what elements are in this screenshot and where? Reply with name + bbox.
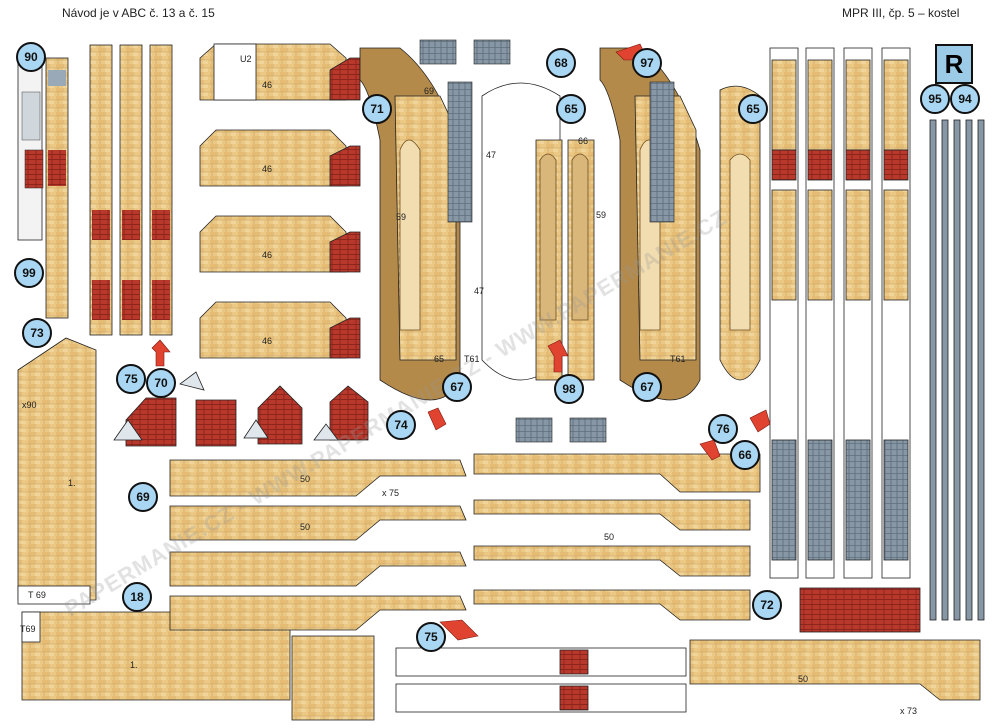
part-badge: 99	[14, 258, 44, 288]
piece-label: 46	[262, 336, 273, 346]
piece-label: x 73	[900, 706, 918, 716]
part-badge: 95	[920, 84, 950, 114]
part-badge: 72	[752, 590, 782, 620]
piece-label: T69	[20, 624, 36, 634]
part-badge: 65	[556, 94, 586, 124]
piece-label: T61	[464, 354, 480, 364]
piece-label: T 69	[28, 590, 46, 600]
piece-label: 59	[596, 210, 607, 220]
part-badge: 94	[950, 84, 980, 114]
part-badge: 65	[738, 94, 768, 124]
sheet-letter-box: R	[935, 44, 973, 84]
left-tower-strips	[17, 44, 173, 336]
part-badge: 73	[22, 318, 52, 348]
piece-label: 46	[262, 164, 273, 174]
piece-label: 65	[434, 354, 445, 364]
horizontal-wall-strips-left	[169, 459, 467, 631]
piece-label: x90	[22, 400, 37, 410]
part-badge: 69	[128, 482, 158, 512]
part-badge: 67	[632, 372, 662, 402]
arch-window-pieces	[359, 47, 761, 401]
rosette-ornaments	[419, 39, 675, 443]
part-badge: 75	[416, 622, 446, 652]
part-badge: 68	[546, 48, 576, 78]
piece-label: 1.	[130, 660, 138, 670]
red-roof-panel	[799, 587, 921, 633]
piece-label: T61	[670, 354, 686, 364]
sheet-instructions-ref: Návod je v ABC č. 13 a č. 15	[62, 6, 215, 20]
piece-label: 46	[262, 250, 273, 260]
part-badge: 70	[146, 368, 176, 398]
gable-pieces	[199, 43, 361, 359]
horizontal-wall-strips-right	[473, 453, 761, 621]
piece-label: 69	[424, 86, 435, 96]
piece-label: 66	[578, 136, 589, 146]
piece-label: 46	[262, 80, 273, 90]
piece-label: 50	[798, 674, 809, 684]
sheet-title: MPR III, čp. 5 – kostel	[842, 6, 960, 20]
piece-label: 47	[474, 286, 485, 296]
piece-label: 50	[300, 474, 311, 484]
part-badge: 75	[116, 364, 146, 394]
part-badge: 97	[632, 48, 662, 78]
piece-label: 50	[604, 532, 615, 542]
part-badge: 74	[386, 410, 416, 440]
piece-label: 59	[396, 212, 407, 222]
piece-label: 47	[486, 150, 497, 160]
part-badge: 66	[730, 440, 760, 470]
piece-label: x 75	[382, 488, 400, 498]
part-badge: 90	[16, 42, 46, 72]
part-badge: 71	[362, 94, 392, 124]
piece-label: U2	[240, 54, 252, 64]
piece-label: 1.	[68, 478, 76, 488]
bottom-strips	[395, 639, 981, 713]
part-badge: 76	[708, 414, 738, 444]
piece-label: 50	[300, 522, 311, 532]
part-badge: 67	[442, 372, 472, 402]
small-roof-pieces	[113, 371, 369, 447]
part-badge: 18	[122, 582, 152, 612]
right-tower-strips	[769, 47, 985, 621]
part-badge: 98	[554, 374, 584, 404]
